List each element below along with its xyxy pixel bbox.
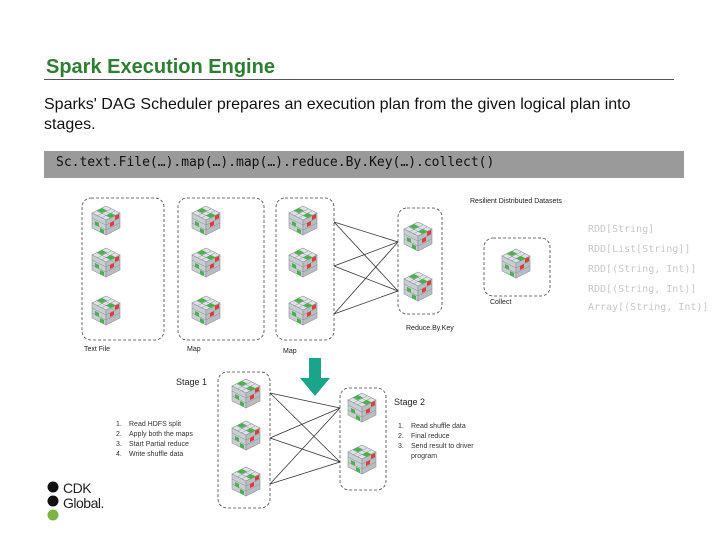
code-bar: Sc.text.File(…).map(…).map(…).reduce.By.… xyxy=(44,151,684,178)
label-text-file: Text File xyxy=(84,346,111,353)
stage1-step: 4.Write shuffle data xyxy=(116,451,184,458)
stage2-steps: 1.Read shuffle data 2.Final reduce 3.Sen… xyxy=(398,422,498,462)
shuffle-lines xyxy=(333,221,399,315)
rdd-type-3: RDD[(String, Int)] xyxy=(588,264,697,275)
label-map-1: Map xyxy=(187,346,201,353)
stage1-label: Stage 1 xyxy=(176,377,208,387)
cdk-global-logo: CDK Global. xyxy=(46,480,126,524)
slide-description: Sparks' DAG Scheduler prepares an execut… xyxy=(44,96,631,133)
rdd-type-2: RDD[List[String]] xyxy=(588,244,691,255)
stage2-step: 2.Final reduce xyxy=(398,433,450,440)
label-collect: Collect xyxy=(490,299,512,306)
map1-partition-group xyxy=(177,197,265,341)
reduce-partition-group xyxy=(397,207,443,315)
stage-shuffle-lines xyxy=(269,392,341,485)
label-map-2: Map xyxy=(283,348,297,355)
rdd-type-5: Array[(String, Int)] xyxy=(588,302,709,313)
stage1-step: 2.Apply both the maps xyxy=(116,431,193,438)
logo-dot-icon xyxy=(47,495,59,507)
stage2-step: 3.Send result to driver program xyxy=(398,443,474,460)
stage-split-arrow xyxy=(300,358,330,396)
stage1-partition-group xyxy=(217,371,271,509)
logo-dot-icon xyxy=(47,481,59,493)
title-rule xyxy=(44,79,674,80)
rdd-type-1: RDD[String] xyxy=(588,224,655,235)
stage2-step: 1.Read shuffle data xyxy=(398,423,466,430)
label-reduce-by-key: Reduce.By.Key xyxy=(406,325,454,332)
logo-line-1: CDK xyxy=(63,480,92,496)
text-file-partition-group xyxy=(81,197,165,341)
logo-line-2: Global. xyxy=(63,495,104,511)
stage1-step: 1.Read HDFS split xyxy=(116,421,182,428)
code-text: Sc.text.File(…).map(…).map(…).reduce.By.… xyxy=(56,155,495,170)
rdd-caption: Resilient Distributed Datasets xyxy=(470,198,562,205)
stage1-steps: 1.Read HDFS split 2.Apply both the maps … xyxy=(116,420,220,460)
collect-partition-group xyxy=(483,237,551,297)
slide-title: Spark Execution Engine xyxy=(46,56,275,78)
rdd-type-4: RDD[(String, Int)] xyxy=(588,284,697,295)
stage1-step: 3.Start Partial reduce xyxy=(116,441,189,448)
stage2-label: Stage 2 xyxy=(394,397,426,407)
logo-dot-icon xyxy=(47,509,59,521)
map2-partition-group xyxy=(275,197,335,341)
